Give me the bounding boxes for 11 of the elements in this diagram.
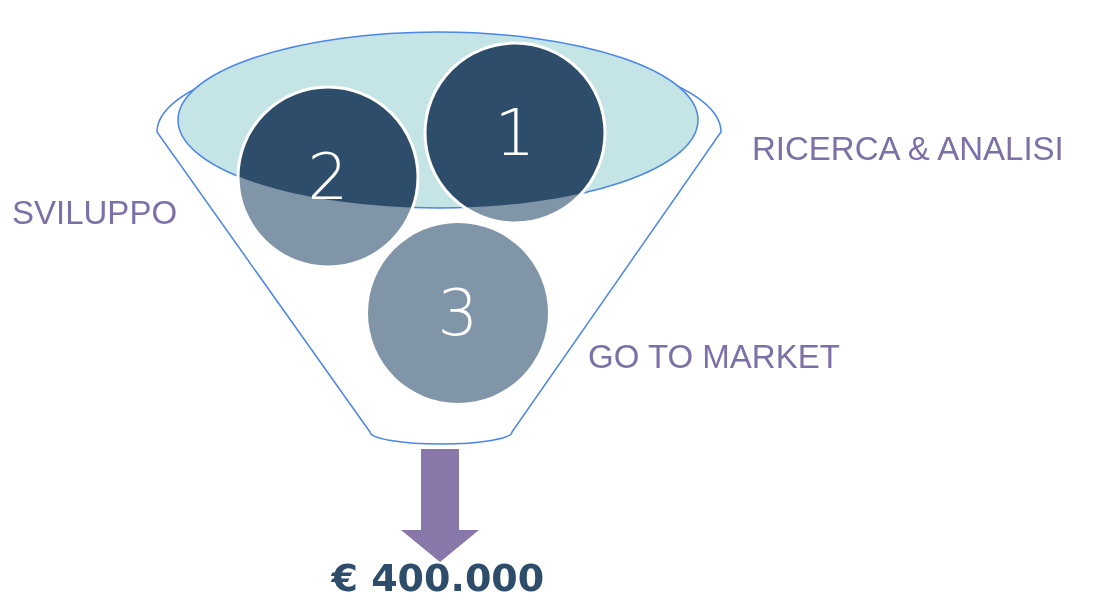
stage-circle [365,220,551,406]
stage-circle [235,84,421,270]
stage-label: RICERCA & ANALISI [752,132,1064,165]
stage-label: SVILUPPO [12,196,178,229]
stage-label: GO TO MARKET [588,340,840,373]
stage-number: 1 [494,101,536,165]
stage-number: 3 [437,281,479,345]
stage-number: 2 [307,145,349,209]
down-arrow [401,449,479,562]
stage-circle [422,40,608,226]
total-amount: € 400.000 [331,558,545,600]
